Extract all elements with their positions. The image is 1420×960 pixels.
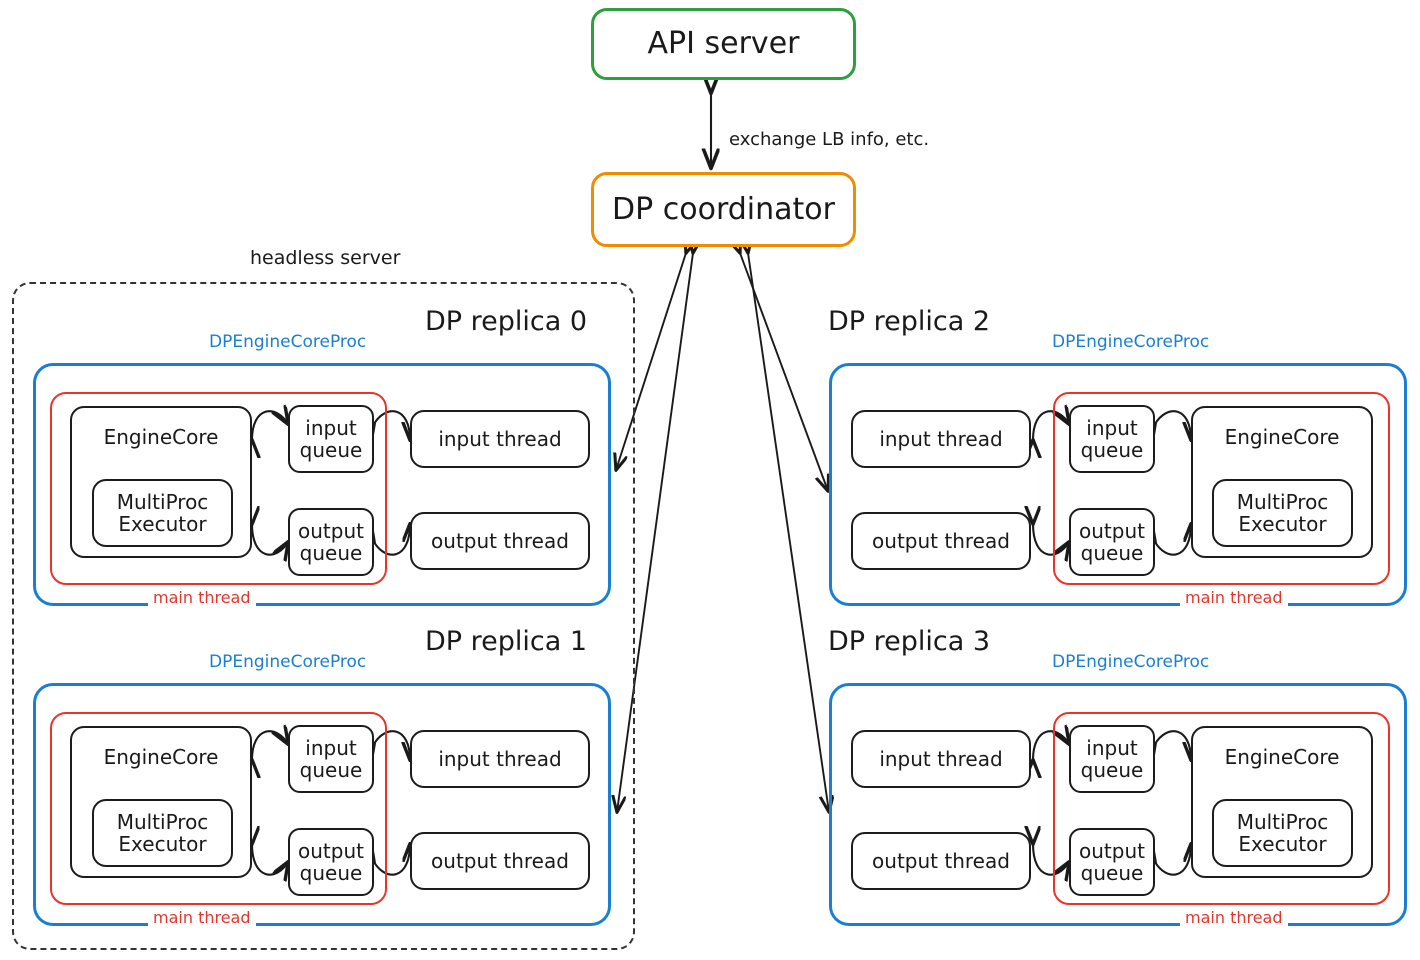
replica-3-main-thread-frame bbox=[1053, 712, 1390, 905]
replica-2-proc-label: DPEngineCoreProc bbox=[1052, 332, 1210, 352]
replica-0-main-thread-frame bbox=[50, 392, 387, 585]
multiproc-executor-label-line1: MultiProc bbox=[116, 489, 209, 514]
multiproc-executor-label-line1: MultiProc bbox=[116, 809, 209, 834]
replica-3-title: DP replica 3 bbox=[828, 626, 991, 657]
replica-3-input-thread[interactable]: input thread bbox=[851, 730, 1031, 788]
output-queue-label-line1: output bbox=[1079, 518, 1145, 543]
replica-1-output-queue[interactable]: output queue bbox=[288, 828, 374, 896]
input-queue-label-line2: queue bbox=[299, 758, 363, 782]
multiproc-executor-label-line2: Executor bbox=[118, 832, 207, 856]
replica-1-main-thread-frame bbox=[50, 712, 387, 905]
input-thread-label: input thread bbox=[879, 426, 1003, 451]
replica-1-input-queue[interactable]: input queue bbox=[288, 725, 374, 793]
output-queue-label-line1: output bbox=[298, 838, 364, 863]
input-queue-label-line1: input bbox=[305, 415, 357, 440]
replica-2-main-thread-frame bbox=[1053, 392, 1390, 585]
replica-3-input-queue[interactable]: input queue bbox=[1069, 725, 1155, 793]
replica-0-output-queue[interactable]: output queue bbox=[288, 508, 374, 576]
edges-replica-2 bbox=[1033, 411, 1191, 554]
multiproc-executor-label-line2: Executor bbox=[1238, 512, 1327, 536]
engine-core-label: EngineCore bbox=[1224, 745, 1340, 769]
replica-0-multiproc-executor[interactable]: MultiProc Executor bbox=[92, 479, 233, 547]
input-queue-label-line2: queue bbox=[299, 438, 363, 462]
input-thread-label: input thread bbox=[438, 746, 562, 771]
replica-0-input-queue[interactable]: input queue bbox=[288, 405, 374, 473]
replica-0-main-thread-label: main thread bbox=[148, 588, 256, 607]
replica-1-title: DP replica 1 bbox=[425, 626, 588, 657]
replica-0-proc-frame bbox=[33, 363, 611, 606]
replica-1-proc-frame bbox=[33, 683, 611, 926]
engine-core-label: EngineCore bbox=[1224, 425, 1340, 449]
replica-1-output-thread[interactable]: output thread bbox=[410, 832, 590, 890]
output-queue-label-line1: output bbox=[1079, 838, 1145, 863]
dp-coordinator-node[interactable]: DP coordinator bbox=[591, 172, 856, 247]
output-queue-label-line2: queue bbox=[1080, 861, 1144, 885]
edge-label-exchange-lb-info: exchange LB info, etc. bbox=[729, 129, 930, 150]
output-thread-label: output thread bbox=[872, 848, 1010, 873]
replica-1-input-thread[interactable]: input thread bbox=[410, 730, 590, 788]
input-thread-label: input thread bbox=[879, 746, 1003, 771]
replica-1-main-thread-label: main thread bbox=[148, 908, 256, 927]
edges-replica-1 bbox=[252, 731, 410, 874]
output-thread-label: output thread bbox=[431, 848, 569, 873]
output-queue-label-line2: queue bbox=[299, 861, 363, 885]
multiproc-executor-label-line1: MultiProc bbox=[1236, 809, 1329, 834]
replica-2-title: DP replica 2 bbox=[828, 306, 991, 337]
replica-2-main-thread-label: main thread bbox=[1180, 588, 1288, 607]
edge-coordinator-replicas bbox=[616, 253, 829, 812]
output-queue-label-line2: queue bbox=[1080, 541, 1144, 565]
input-queue-label-line1: input bbox=[1086, 415, 1138, 440]
replica-0-title: DP replica 0 bbox=[425, 306, 588, 337]
input-queue-label-line2: queue bbox=[1080, 758, 1144, 782]
output-queue-label-line1: output bbox=[298, 518, 364, 543]
output-thread-label: output thread bbox=[431, 528, 569, 553]
replica-0-proc-label: DPEngineCoreProc bbox=[209, 332, 367, 352]
headless-server-label: headless server bbox=[250, 247, 401, 269]
output-queue-label-line2: queue bbox=[299, 541, 363, 565]
replica-2-output-thread[interactable]: output thread bbox=[851, 512, 1031, 570]
input-queue-label-line1: input bbox=[305, 735, 357, 760]
edges-replica-3 bbox=[1033, 731, 1191, 874]
replica-2-multiproc-executor[interactable]: MultiProc Executor bbox=[1212, 479, 1353, 547]
replica-2-output-queue[interactable]: output queue bbox=[1069, 508, 1155, 576]
multiproc-executor-label-line1: MultiProc bbox=[1236, 489, 1329, 514]
replica-0-output-thread[interactable]: output thread bbox=[410, 512, 590, 570]
replica-2-input-queue[interactable]: input queue bbox=[1069, 405, 1155, 473]
replica-1-multiproc-executor[interactable]: MultiProc Executor bbox=[92, 799, 233, 867]
replica-2-input-thread[interactable]: input thread bbox=[851, 410, 1031, 468]
replica-3-output-queue[interactable]: output queue bbox=[1069, 828, 1155, 896]
replica-3-multiproc-executor[interactable]: MultiProc Executor bbox=[1212, 799, 1353, 867]
api-server-node[interactable]: API server bbox=[591, 8, 856, 80]
replica-3-main-thread-label: main thread bbox=[1180, 908, 1288, 927]
output-thread-label: output thread bbox=[872, 528, 1010, 553]
input-queue-label-line1: input bbox=[1086, 735, 1138, 760]
dp-coordinator-label: DP coordinator bbox=[612, 191, 835, 227]
replica-1-proc-label: DPEngineCoreProc bbox=[209, 652, 367, 672]
api-server-label: API server bbox=[647, 26, 800, 62]
replica-0-input-thread[interactable]: input thread bbox=[410, 410, 590, 468]
engine-core-label: EngineCore bbox=[103, 425, 219, 449]
engine-core-label: EngineCore bbox=[103, 745, 219, 769]
edges-replica-0 bbox=[252, 411, 410, 554]
input-queue-label-line2: queue bbox=[1080, 438, 1144, 462]
multiproc-executor-label-line2: Executor bbox=[118, 512, 207, 536]
input-thread-label: input thread bbox=[438, 426, 562, 451]
multiproc-executor-label-line2: Executor bbox=[1238, 832, 1327, 856]
replica-3-proc-label: DPEngineCoreProc bbox=[1052, 652, 1210, 672]
replica-3-output-thread[interactable]: output thread bbox=[851, 832, 1031, 890]
